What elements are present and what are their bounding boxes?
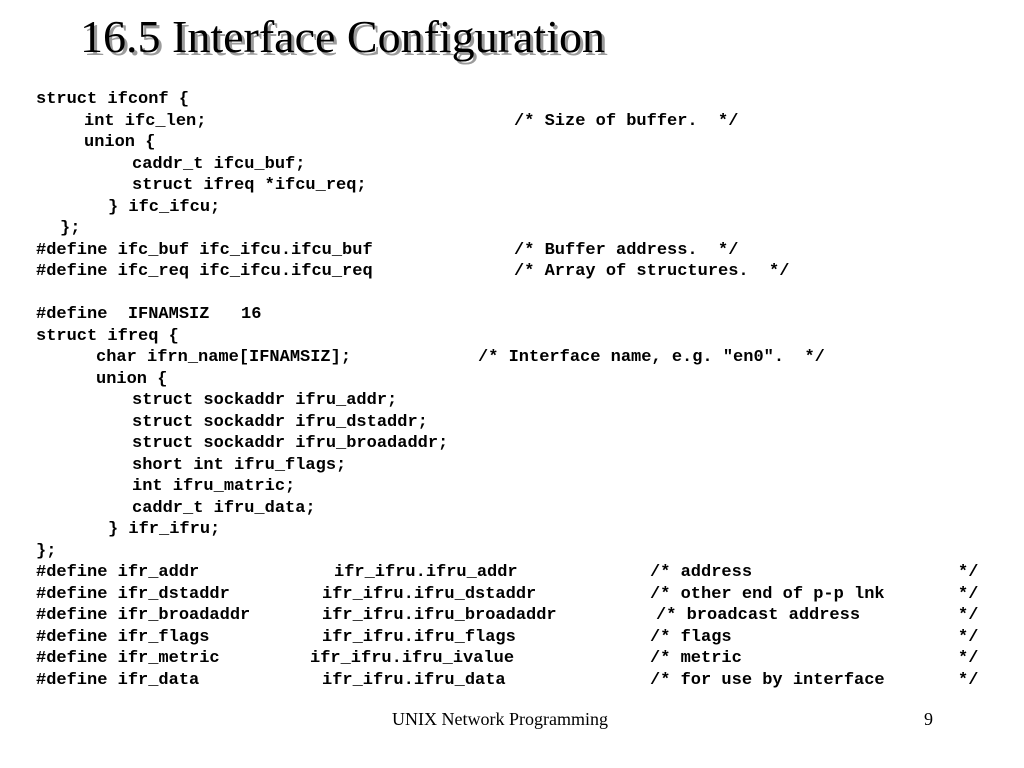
code-line: }; — [60, 219, 81, 238]
code-line: #define ifc_req ifc_ifcu.ifcu_req — [36, 262, 373, 281]
define-comment-end: */ — [958, 671, 979, 690]
define-name: #define ifr_data — [36, 671, 200, 690]
code-line: struct sockaddr ifru_broadaddr; — [132, 434, 449, 453]
define-comment: /* metric — [650, 649, 742, 668]
define-comment: /* for use by interface — [650, 671, 885, 690]
code-line: int ifc_len; — [84, 112, 207, 131]
define-comment: /* flags — [650, 628, 732, 647]
code-line: char ifrn_name[IFNAMSIZ]; — [96, 348, 352, 367]
code-line: #define IFNAMSIZ — [36, 305, 210, 324]
define-value: ifr_ifru.ifru_broadaddr — [322, 606, 557, 625]
page-number: 9 — [924, 709, 933, 729]
define-value: ifr_ifru.ifru_addr — [334, 563, 518, 582]
code-line: short int ifru_flags; — [132, 456, 347, 475]
code-line: struct sockaddr ifru_addr; — [132, 391, 398, 410]
define-name: #define ifr_flags — [36, 628, 210, 647]
define-comment: /* other end of p-p lnk — [650, 585, 885, 604]
code-line: } ifc_ifcu; — [108, 198, 221, 217]
define-comment-end: */ — [958, 585, 979, 604]
code-line: union { — [84, 133, 156, 152]
code-comment: /* Buffer address. */ — [514, 241, 739, 260]
define-comment-end: */ — [958, 649, 979, 668]
define-value: ifr_ifru.ifru_dstaddr — [322, 585, 537, 604]
define-value: ifr_ifru.ifru_ivalue — [310, 649, 515, 668]
define-name: #define ifr_metric — [36, 649, 220, 668]
define-value: ifr_ifru.ifru_flags — [322, 628, 516, 647]
code-line: struct ifreq { — [36, 327, 179, 346]
code-comment: /* Interface name, e.g. "en0". */ — [478, 348, 825, 367]
code-comment: /* Size of buffer. */ — [514, 112, 739, 131]
define-name: #define ifr_broadaddr — [36, 606, 251, 625]
slide-title: 16.5 Interface Configuration — [80, 11, 605, 62]
define-comment-end: */ — [958, 563, 979, 582]
define-comment: /* broadcast address — [656, 606, 861, 625]
code-line: int ifru_matric; — [132, 477, 296, 496]
code-line: struct ifreq *ifcu_req; — [132, 176, 367, 195]
define-comment-end: */ — [958, 606, 979, 625]
code-line: #define ifc_buf ifc_ifcu.ifcu_buf — [36, 241, 373, 260]
code-line: struct sockaddr ifru_dstaddr; — [132, 413, 428, 432]
code-line: union { — [96, 370, 168, 389]
code-line: caddr_t ifcu_buf; — [132, 155, 306, 174]
code-line: caddr_t ifru_data; — [132, 499, 316, 518]
footer-course-title: UNIX Network Programming — [392, 709, 608, 729]
code-line: }; — [36, 542, 57, 561]
define-comment: /* address — [650, 563, 753, 582]
define-name: #define ifr_addr — [36, 563, 200, 582]
code-comment: /* Array of structures. */ — [514, 262, 790, 281]
define-comment-end: */ — [958, 628, 979, 647]
define-value: ifr_ifru.ifru_data — [322, 671, 506, 690]
code-line: 16 — [241, 305, 262, 324]
code-line: } ifr_ifru; — [108, 520, 221, 539]
define-name: #define ifr_dstaddr — [36, 585, 230, 604]
code-block: struct ifconf { int ifc_len; /* Size of … — [36, 90, 979, 690]
code-line: struct ifconf { — [36, 90, 190, 109]
